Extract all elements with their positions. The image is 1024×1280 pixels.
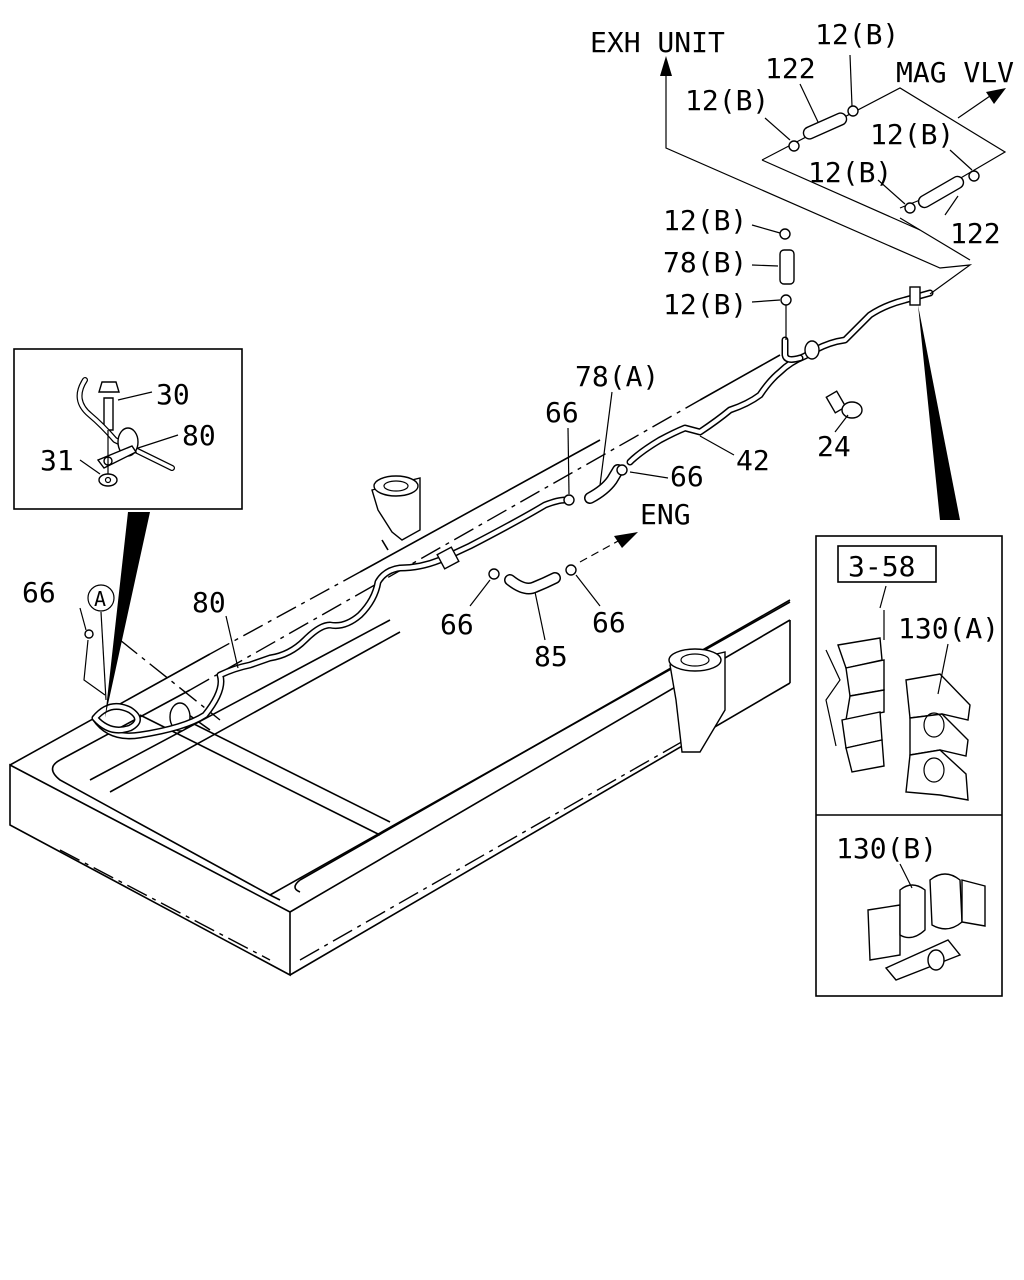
label-66-e: 66 — [22, 576, 56, 609]
inset-clip-box — [815, 535, 1003, 997]
label-31: 31 — [40, 444, 74, 477]
bolt-24 — [825, 390, 863, 419]
clamp-66-group — [84, 464, 628, 639]
label-12b-stack-top: 12(B) — [663, 204, 747, 237]
pipe-42 — [626, 286, 934, 466]
label-78a: 78(A) — [575, 360, 659, 393]
label-12b-top: 12(B) — [815, 18, 899, 51]
label-85: 85 — [534, 640, 568, 673]
clip-3-58 — [825, 585, 887, 773]
vehicle-frame — [9, 354, 791, 977]
label-12b-right-top: 12(B) — [870, 118, 954, 151]
label-122-bottom: 122 — [950, 217, 1001, 250]
label-12b-mid: 12(B) — [808, 156, 892, 189]
label-12b-stack-bottom: 12(B) — [663, 288, 747, 321]
tube-122-group — [788, 105, 980, 214]
label-42: 42 — [736, 444, 770, 477]
label-66-a: 66 — [545, 396, 579, 429]
inset-detail-a — [13, 348, 243, 510]
pointer-wedge-inset-a — [105, 512, 150, 718]
callout-labels: EXH UNIT MAG VLV ENG 12(B) 122 12(B) 12(… — [22, 18, 1014, 865]
label-78b: 78(B) — [663, 246, 747, 279]
label-eng: ENG — [640, 498, 691, 531]
label-30: 30 — [156, 378, 190, 411]
pipe-80 — [91, 496, 569, 740]
label-mag-vlv: MAG VLV — [896, 56, 1014, 89]
frame-bracket-right — [668, 648, 726, 753]
label-circle-a: A — [94, 587, 106, 611]
label-80-main: 80 — [192, 586, 226, 619]
circle-a-marker — [87, 584, 115, 612]
label-130a: 130(A) — [898, 612, 999, 645]
clip-130a — [905, 643, 971, 801]
clip-130b — [867, 863, 986, 981]
label-66-c: 66 — [440, 608, 474, 641]
hose-85 — [504, 572, 561, 595]
label-ref-3-58: 3-58 — [848, 550, 915, 583]
tube-78b-stack — [779, 228, 795, 340]
label-66-b: 66 — [670, 460, 704, 493]
hose-78a — [584, 464, 624, 504]
pointer-wedge-clip-box — [918, 305, 960, 520]
label-24: 24 — [817, 430, 851, 463]
label-130b: 130(B) — [836, 832, 937, 865]
frame-bracket-left — [371, 475, 421, 551]
label-12b-left-top: 12(B) — [685, 84, 769, 117]
label-exh-unit: EXH UNIT — [590, 26, 725, 59]
label-122-top: 122 — [765, 52, 816, 85]
label-80-inset: 80 — [182, 419, 216, 452]
label-66-d: 66 — [592, 606, 626, 639]
leader-lines — [79, 54, 973, 701]
